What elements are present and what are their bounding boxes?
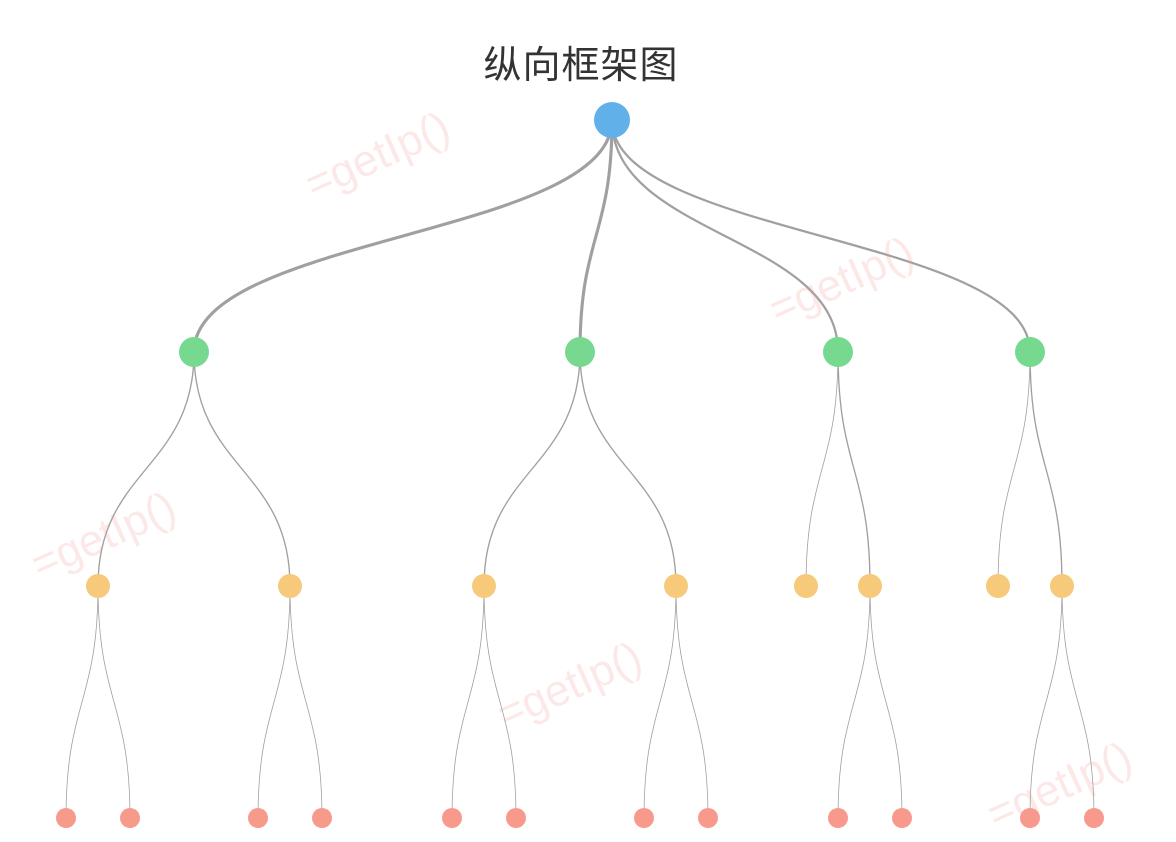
tree-edge [997, 351, 1031, 587]
tree-edge [805, 351, 839, 587]
tree-node-level-1[interactable] [823, 337, 853, 367]
tree-edge [610, 119, 1032, 353]
tree-node-level-3[interactable] [892, 808, 912, 828]
tree-edge [1029, 585, 1063, 819]
tree-edge [578, 119, 614, 353]
tree-node-level-3[interactable] [698, 808, 718, 828]
diagram-title: 纵向框架图 [483, 43, 679, 87]
tree-node-level-1[interactable] [565, 337, 595, 367]
tree-node-level-2[interactable] [858, 574, 882, 598]
root-node[interactable] [594, 102, 630, 138]
tree-edge [579, 351, 677, 587]
tree-edge [1061, 585, 1095, 819]
tree-edge [451, 585, 485, 819]
tree-edge [193, 351, 291, 587]
tree-edge [837, 351, 871, 587]
tree-node-level-2[interactable] [1050, 574, 1074, 598]
tree-node-level-3[interactable] [1084, 808, 1104, 828]
tree-edge [610, 119, 840, 353]
tree-node-level-3[interactable] [56, 808, 76, 828]
tree-node-level-3[interactable] [442, 808, 462, 828]
tree-node-level-1[interactable] [1015, 337, 1045, 367]
tree-edge [1029, 351, 1063, 587]
tree-node-level-1[interactable] [179, 337, 209, 367]
tree-edge [869, 585, 903, 819]
tree-node-level-2[interactable] [986, 574, 1010, 598]
tree-node-level-3[interactable] [634, 808, 654, 828]
tree-edge [483, 351, 581, 587]
tree-edge [192, 119, 614, 353]
tree-edge [65, 585, 99, 819]
tree-edge [97, 351, 195, 587]
tree-node-level-3[interactable] [248, 808, 268, 828]
tree-edge [837, 585, 871, 819]
tree-edge [643, 585, 677, 819]
tree-node-level-3[interactable] [1020, 808, 1040, 828]
tree-edge [97, 585, 131, 819]
tree-edge [483, 585, 517, 819]
tree-node-level-2[interactable] [794, 574, 818, 598]
tree-node-level-2[interactable] [278, 574, 302, 598]
tree-node-level-3[interactable] [312, 808, 332, 828]
tree-node-level-3[interactable] [506, 808, 526, 828]
tree-node-level-2[interactable] [86, 574, 110, 598]
tree-node-level-2[interactable] [664, 574, 688, 598]
tree-node-level-3[interactable] [120, 808, 140, 828]
tree-edge [675, 585, 709, 819]
tree-node-level-2[interactable] [472, 574, 496, 598]
tree-node-level-3[interactable] [828, 808, 848, 828]
tree-edge [289, 585, 323, 819]
tree-edge [257, 585, 291, 819]
